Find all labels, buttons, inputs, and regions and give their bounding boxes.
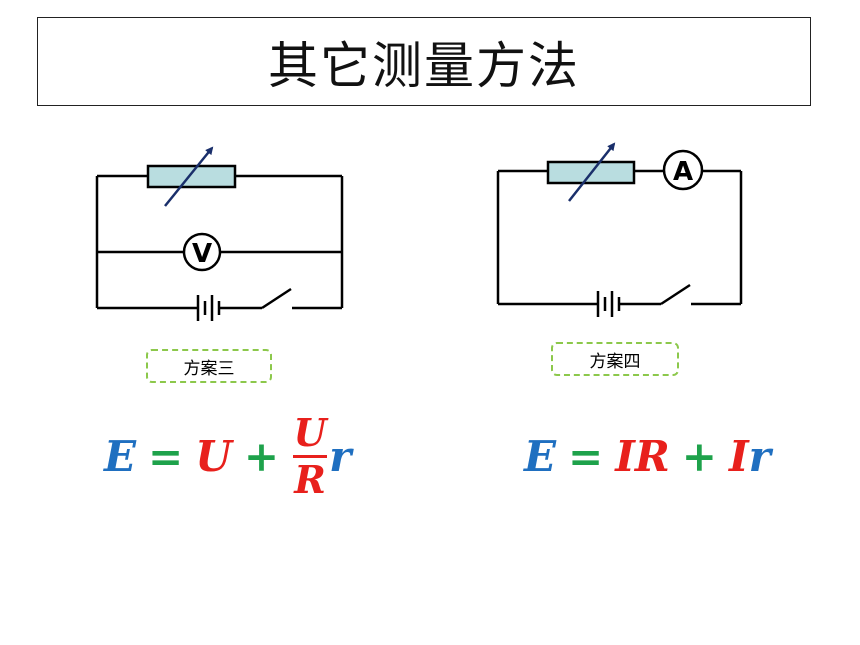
formula-equals: =: [568, 431, 604, 481]
fraction-bar: [293, 454, 328, 458]
formula-internal-resistance: r: [329, 431, 352, 481]
formula-voltage: U: [195, 431, 232, 481]
variable-resistor-icon: [146, 146, 237, 207]
battery-icon: [596, 291, 621, 317]
formula-emf: E: [104, 431, 137, 481]
switch-icon: [660, 283, 691, 306]
fraction-numerator: U: [293, 409, 327, 455]
ammeter-label: A: [673, 157, 693, 187]
title-box: 其它测量方法: [37, 17, 811, 106]
switch-icon: [261, 287, 292, 310]
ammeter-icon: A: [662, 149, 704, 191]
formula-scheme-four: E = IR + I r: [524, 428, 771, 484]
battery-icon: [196, 295, 221, 321]
formula-internal-resistance: r: [748, 431, 771, 481]
formula-fraction: U R: [293, 409, 328, 502]
formula-current: I: [728, 431, 749, 481]
voltmeter-label: V: [192, 239, 212, 269]
voltmeter-icon: V: [182, 232, 222, 272]
formula-scheme-three: E = U + U R r: [104, 406, 351, 506]
fraction-denominator: R: [294, 456, 326, 502]
formula-ir: IR: [615, 431, 670, 481]
scheme-four-label: 方案四: [551, 342, 679, 376]
formula-plus: +: [243, 431, 280, 481]
circuit-scheme-three: [95, 174, 344, 310]
formula-emf: E: [524, 431, 557, 481]
formula-plus: +: [681, 431, 717, 481]
formula-equals: =: [148, 431, 184, 481]
circuit-scheme-four: [496, 169, 743, 306]
variable-resistor-icon: [546, 142, 636, 202]
scheme-three-label: 方案三: [146, 349, 272, 383]
page-title: 其它测量方法: [268, 36, 580, 95]
